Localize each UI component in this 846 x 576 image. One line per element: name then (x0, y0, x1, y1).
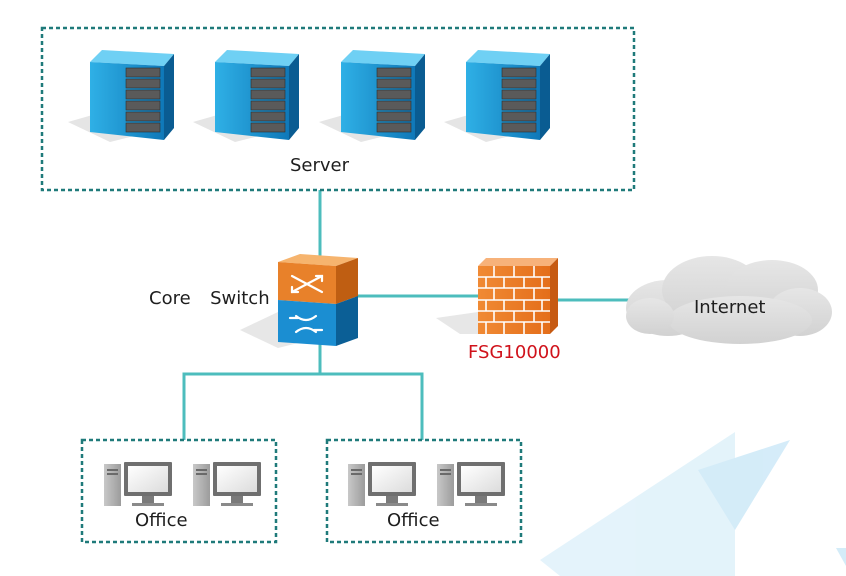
desktop-pc-icon (437, 462, 505, 506)
internet-cloud-icon (626, 256, 832, 344)
server-group-label: Server (290, 155, 350, 176)
office-label: Office (387, 510, 440, 531)
server-rack-icon (193, 50, 299, 142)
internet-label: Internet (694, 297, 766, 318)
desktop-pc-icon (104, 462, 172, 506)
server-group-border (40, 26, 636, 192)
link-core-office2 (320, 372, 424, 440)
office-label: Office (135, 510, 188, 531)
office-group-border (325, 438, 523, 544)
office-group-border (80, 438, 278, 544)
core-switch-icon (240, 254, 358, 348)
desktop-pc-icon (193, 462, 261, 506)
network-links (182, 190, 632, 440)
link-core-offices (182, 342, 322, 440)
server-rack-icon (444, 50, 550, 142)
server-rack-icon (319, 50, 425, 142)
server-rack-icon (68, 50, 174, 142)
core-switch-label: Core Switch (149, 288, 270, 309)
firewall-label: FSG10000 (468, 342, 561, 363)
desktop-pc-icon (348, 462, 416, 506)
background-watermark (540, 432, 846, 576)
firewall-icon (436, 258, 558, 334)
